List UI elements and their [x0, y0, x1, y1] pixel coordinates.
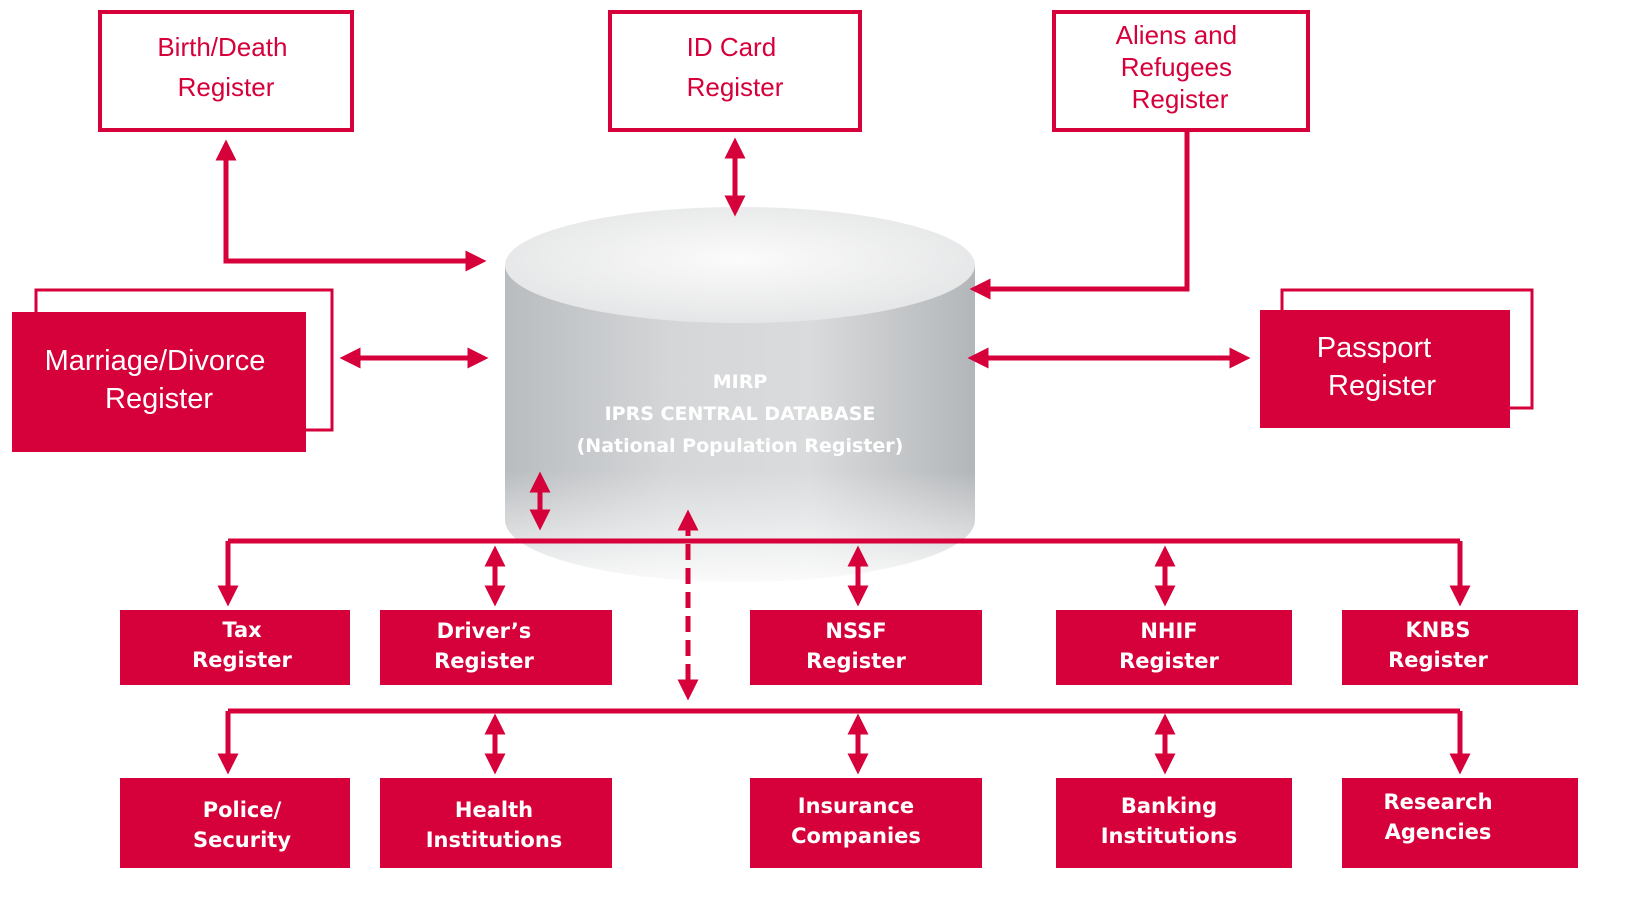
knbs-line2: Register: [1388, 648, 1488, 672]
aliens-connector: [969, 132, 1190, 300]
top-register-aliens-refugees: Aliens and Refugees Register: [1052, 10, 1310, 132]
gov-register-nhif: NHIF Register: [1056, 610, 1292, 685]
database-subtitle: (National Population Register): [577, 435, 904, 457]
birth-death-line2: Register: [178, 72, 275, 102]
passport-line1: Passport: [1317, 332, 1431, 364]
police-line1: Police/: [203, 798, 282, 822]
banking-line1: Banking: [1121, 794, 1217, 818]
svg-text:ID Card Register: ID Card Register: [687, 32, 784, 102]
svg-text:Police/Security: Police/Security: [193, 798, 291, 852]
gov-register-knbs: KNBS Register: [1342, 610, 1578, 685]
gov-register-nssf: NSSF Register: [750, 610, 982, 685]
svg-text:Birth/Death Register: Birth/Death Register: [157, 32, 294, 102]
passport-line2: Register: [1328, 370, 1436, 402]
connectors: [215, 132, 1471, 775]
nhif-line2: Register: [1119, 649, 1219, 673]
svg-text:Marriage/Divorce Registe: Marriage/Divorce Register: [45, 345, 274, 415]
central-database: MIRP IPRS CENTRAL DATABASE (National Pop…: [505, 207, 975, 590]
external-police-security: Police/Security: [120, 778, 350, 868]
insurance-line1: Insurance: [798, 794, 914, 818]
top-register-id-card: ID Card Register: [608, 10, 862, 132]
health-line2: Institutions: [426, 828, 563, 852]
police-line2: Security: [193, 828, 291, 852]
nssf-line2: Register: [806, 649, 906, 673]
drivers-line1: Driver’s: [437, 619, 532, 643]
nssf-line1: NSSF: [825, 619, 886, 643]
drivers-line2: Register: [434, 649, 534, 673]
banking-line2: Institutions: [1101, 824, 1238, 848]
marriage-line1: Marriage/Divorce: [45, 345, 266, 377]
birth-death-line1: Birth/Death: [157, 32, 287, 62]
svg-text:Passport Register: Passport Register: [1317, 332, 1440, 402]
birth-death-connector: [215, 139, 487, 272]
top-register-birth-death: Birth/Death Register: [98, 10, 354, 132]
health-line1: Health: [455, 798, 533, 822]
side-register-marriage-divorce: Marriage/Divorce Register: [12, 288, 334, 452]
svg-text:Aliens and Refugees: Aliens and Refugees Register: [1116, 20, 1245, 114]
marriage-line2: Register: [105, 383, 213, 415]
database-title-mirp: MIRP: [713, 371, 768, 393]
research-line1: Research: [1383, 790, 1492, 814]
database-title-iprs: IPRS CENTRAL DATABASE: [605, 403, 876, 425]
id-card-line1: ID Card: [687, 32, 777, 62]
nhif-line1: NHIF: [1140, 619, 1197, 643]
tax-line1: Tax: [222, 618, 262, 642]
aliens-line2: Refugees: [1121, 52, 1232, 82]
research-line2: Agencies: [1385, 820, 1492, 844]
id-card-line2: Register: [687, 72, 784, 102]
side-register-passport: Passport Register: [1260, 288, 1534, 428]
insurance-line2: Companies: [791, 824, 921, 848]
aliens-line1: Aliens and: [1116, 20, 1237, 50]
knbs-line1: KNBS: [1406, 618, 1471, 642]
tax-line2: Register: [192, 648, 292, 672]
aliens-line3: Register: [1132, 84, 1229, 114]
